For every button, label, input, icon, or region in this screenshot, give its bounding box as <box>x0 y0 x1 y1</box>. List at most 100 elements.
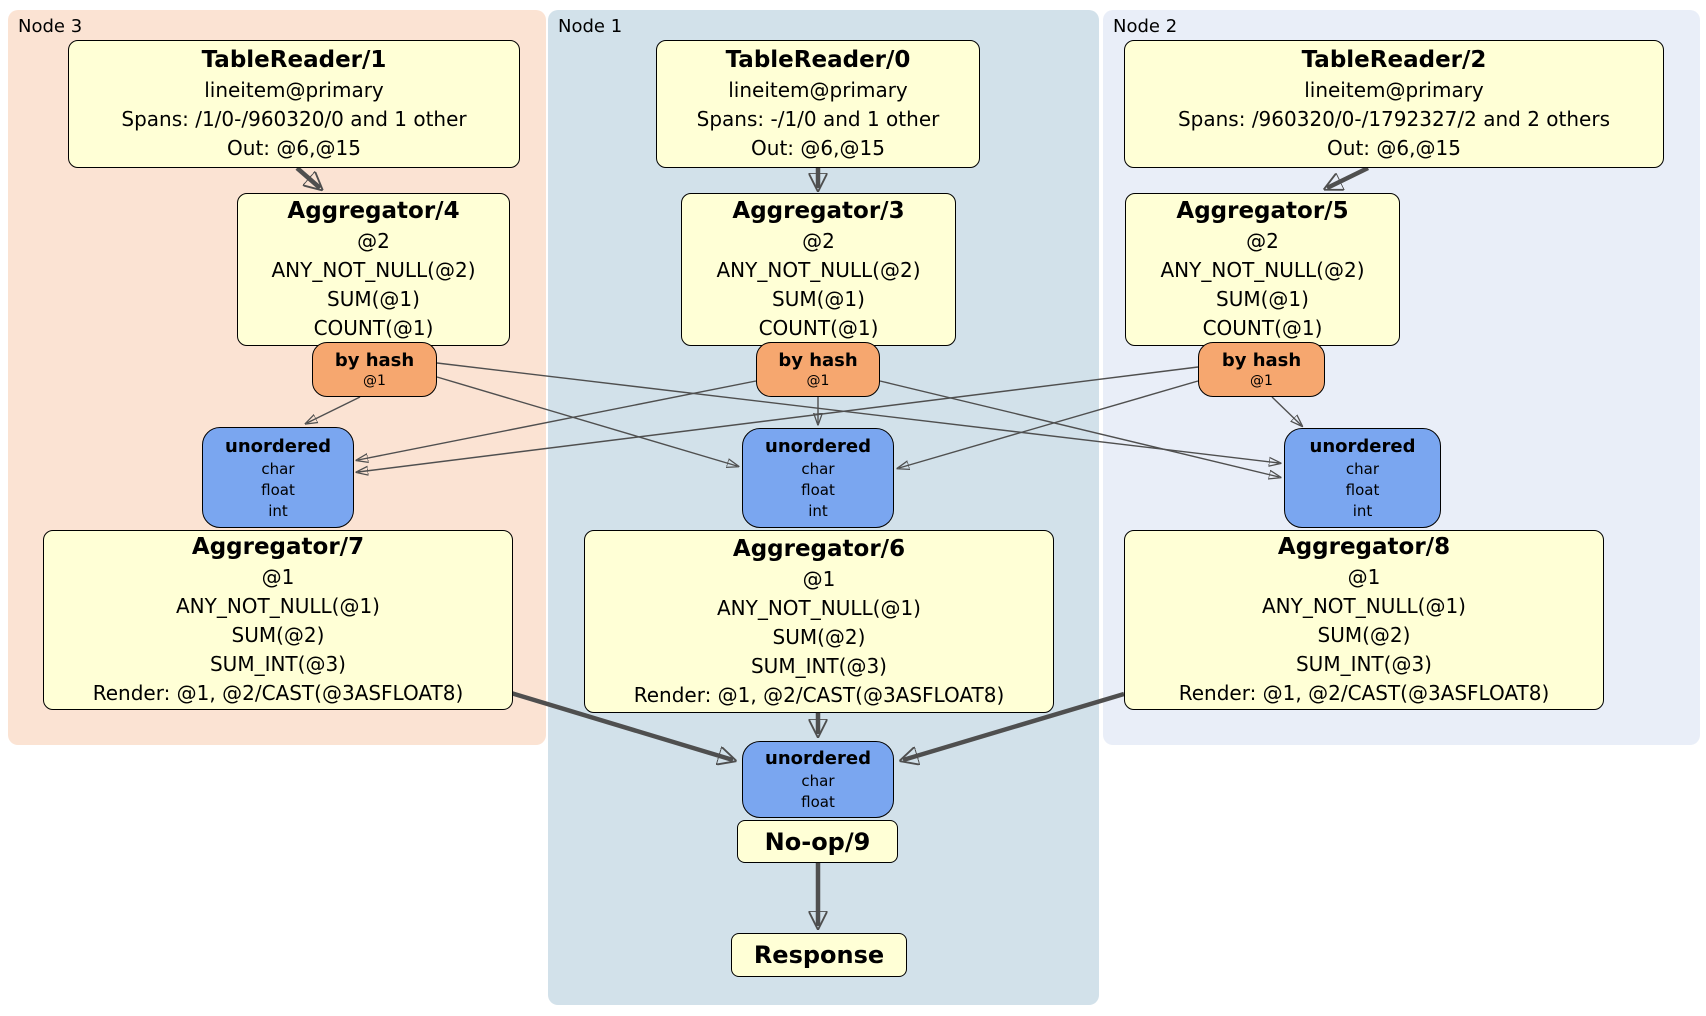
box-line: float <box>1345 481 1380 499</box>
box-line: @1 <box>1347 565 1381 589</box>
box-line: float <box>801 793 835 811</box>
box-line: Spans: -/1/0 and 1 other <box>696 107 940 131</box>
box-line: Out: @6,@15 <box>751 136 885 160</box>
box-line: int <box>808 502 828 520</box>
sync-unordered-node3: unordered char float int <box>202 427 354 528</box>
box-line: @2 <box>1246 229 1279 253</box>
processor-noop9: No-op/9 <box>737 820 898 863</box>
box-line: char <box>1345 460 1380 478</box>
box-line: @1 <box>806 372 830 389</box>
processor-title: TableReader/1 <box>201 47 387 73</box>
processor-title: Aggregator/5 <box>1176 198 1349 224</box>
box-line: ANY_NOT_NULL(@2) <box>1160 258 1365 282</box>
box-line: @1 <box>802 566 836 591</box>
router-details: @1 <box>807 372 830 390</box>
sync-title: unordered <box>1309 436 1416 457</box>
sync-details: char float int <box>1346 459 1380 522</box>
box-line: Out: @6,@15 <box>1327 136 1461 160</box>
box-line: @2 <box>357 229 390 253</box>
box-line: SUM(@1) <box>327 287 420 311</box>
box-line: float <box>261 480 295 499</box>
box-line: @1 <box>1250 372 1273 389</box>
router-details: @1 <box>1250 372 1273 390</box>
box-line: ANY_NOT_NULL(@2) <box>271 258 476 282</box>
box-line: lineitem@primary <box>1304 78 1484 102</box>
box-line: ANY_NOT_NULL(@1) <box>175 594 380 618</box>
box-line: char <box>261 459 295 478</box>
box-line: lineitem@primary <box>728 78 908 102</box>
processor-title: Aggregator/4 <box>287 198 460 224</box>
processor-title: No-op/9 <box>764 827 871 856</box>
box-line: lineitem@primary <box>204 78 384 102</box>
box-line: SUM(@2) <box>231 623 325 647</box>
sync-title: unordered <box>225 435 331 457</box>
region-label-node1: Node 1 <box>558 16 623 37</box>
region-label-node2: Node 2 <box>1113 16 1178 37</box>
box-line: SUM(@2) <box>772 624 866 649</box>
sync-details: char float <box>801 771 835 813</box>
router-title: by hash <box>778 349 858 371</box>
box-line: int <box>1352 502 1373 520</box>
box-line: ANY_NOT_NULL(@1) <box>1261 594 1466 618</box>
router-by-hash-node3: by hash @1 <box>312 342 437 397</box>
box-line: SUM(@2) <box>1317 623 1411 647</box>
box-line: @2 <box>802 229 835 253</box>
response-box: Response <box>731 933 907 977</box>
box-line: @1 <box>363 372 386 389</box>
box-line: int <box>268 501 288 520</box>
response-title: Response <box>753 941 885 969</box>
box-line: Spans: /960320/0-/1792327/2 and 2 others <box>1177 107 1610 131</box>
box-line: ANY_NOT_NULL(@2) <box>716 258 921 282</box>
processor-title: TableReader/2 <box>1301 47 1487 73</box>
sync-title: unordered <box>765 748 871 769</box>
box-line: SUM_INT(@3) <box>750 653 887 678</box>
router-title: by hash <box>334 349 415 371</box>
sync-unordered-node2: unordered char float int <box>1284 428 1441 528</box>
box-line: SUM(@1) <box>1216 287 1309 311</box>
router-title: by hash <box>1221 349 1302 371</box>
box-line: Render: @1, @2/CAST(@3ASFLOAT8) <box>633 682 1005 707</box>
processor-title: Aggregator/3 <box>732 198 905 224</box>
box-line: SUM_INT(@3) <box>1295 652 1432 676</box>
processor-title: Aggregator/8 <box>1277 534 1451 560</box>
sync-unordered-final: unordered char float <box>742 741 894 818</box>
box-line: COUNT(@1) <box>758 316 879 340</box>
router-by-hash-node2: by hash @1 <box>1198 342 1325 397</box>
box-line: COUNT(@1) <box>313 316 434 340</box>
box-line: Render: @1, @2/CAST(@3ASFLOAT8) <box>92 681 464 705</box>
processor-title: Aggregator/7 <box>191 534 365 560</box>
box-line: COUNT(@1) <box>1202 316 1323 340</box>
box-line: Spans: /1/0-/960320/0 and 1 other <box>121 107 467 131</box>
router-by-hash-node1: by hash @1 <box>756 342 880 397</box>
box-line: @1 <box>261 565 295 589</box>
region-label-node3: Node 3 <box>18 16 83 37</box>
router-details: @1 <box>363 372 386 390</box>
box-line: SUM_INT(@3) <box>209 652 346 676</box>
sync-details: char float int <box>261 459 295 522</box>
processor-title: TableReader/0 <box>725 47 911 73</box>
box-line: char <box>801 772 835 790</box>
box-line: float <box>801 481 835 499</box>
box-line: SUM(@1) <box>772 287 865 311</box>
processor-title: Aggregator/6 <box>732 535 906 562</box>
box-line: Out: @6,@15 <box>227 136 361 160</box>
